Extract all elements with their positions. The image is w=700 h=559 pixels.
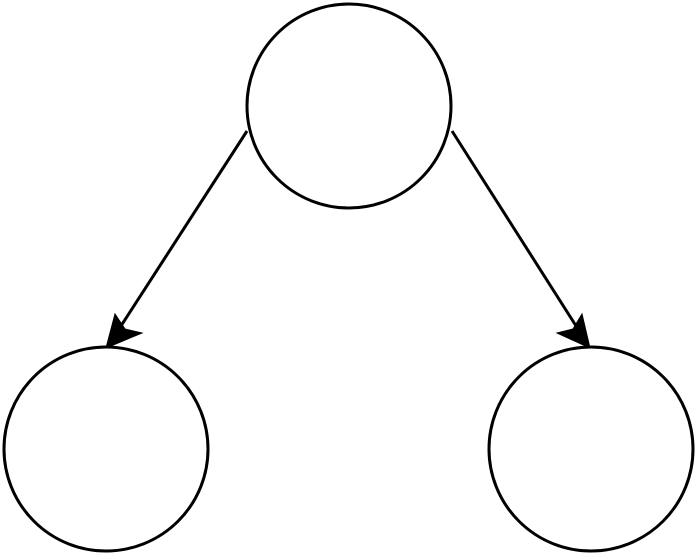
edge-root-to-left-child bbox=[105, 130, 249, 349]
node-root bbox=[245, 2, 453, 210]
node-right-child bbox=[487, 345, 695, 553]
arrowhead-icon bbox=[105, 312, 144, 349]
arrowhead-icon bbox=[555, 312, 591, 349]
node-left-child bbox=[2, 345, 210, 553]
left-child-node-circle bbox=[2, 345, 210, 553]
right-child-node-circle bbox=[487, 345, 695, 553]
root-node-circle bbox=[245, 2, 453, 210]
edge-line bbox=[117, 130, 249, 330]
edge-root-to-right-child bbox=[450, 130, 591, 349]
edge-line bbox=[450, 130, 580, 330]
